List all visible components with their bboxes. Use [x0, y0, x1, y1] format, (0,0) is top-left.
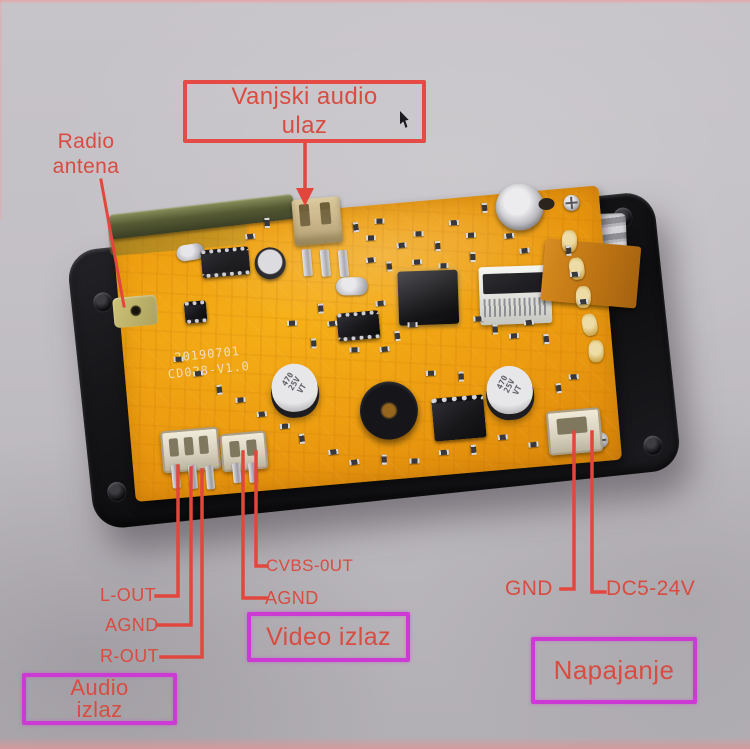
photo-edge-tint-bottom — [0, 737, 750, 749]
audio-output-label: Audio izlaz — [70, 675, 129, 722]
r-out-label: R-OUT — [100, 646, 159, 666]
line-l-out — [154, 464, 180, 598]
audio-output-callout: Audio izlaz — [22, 673, 177, 725]
dc5-24v-label: DC5-24V — [606, 577, 696, 600]
line-dc — [590, 430, 607, 594]
line-gnd — [559, 430, 576, 591]
photo-edge-tint-top — [0, 0, 750, 4]
photo-edge-tint-left — [0, 0, 3, 220]
video-output-label: Video izlaz — [266, 622, 391, 651]
agnd-audio-label: AGND — [105, 615, 159, 635]
line-radio-antenna — [99, 178, 126, 308]
line-r-out — [159, 468, 204, 659]
power-callout: Napajanje — [531, 637, 697, 704]
arrowhead-external-audio — [296, 188, 314, 206]
line-agnd-audio — [155, 466, 193, 627]
power-label: Napajanje — [553, 655, 675, 685]
gnd-label: GND — [505, 577, 553, 600]
agnd-video-label: AGND — [265, 588, 319, 608]
radio-antenna-label: Radio antena — [52, 130, 120, 178]
line-agnd-video — [241, 450, 268, 600]
cvbs-out-label: CVBS-0UT — [266, 556, 354, 575]
video-output-callout: Video izlaz — [247, 612, 410, 662]
mouse-cursor — [400, 111, 409, 128]
external-audio-input-label: Vanjski audio ulaz — [231, 82, 378, 139]
external-audio-input-callout: Vanjski audio ulaz — [183, 80, 426, 143]
line-cvbs — [254, 450, 269, 568]
l-out-label: L-OUT — [100, 585, 156, 605]
